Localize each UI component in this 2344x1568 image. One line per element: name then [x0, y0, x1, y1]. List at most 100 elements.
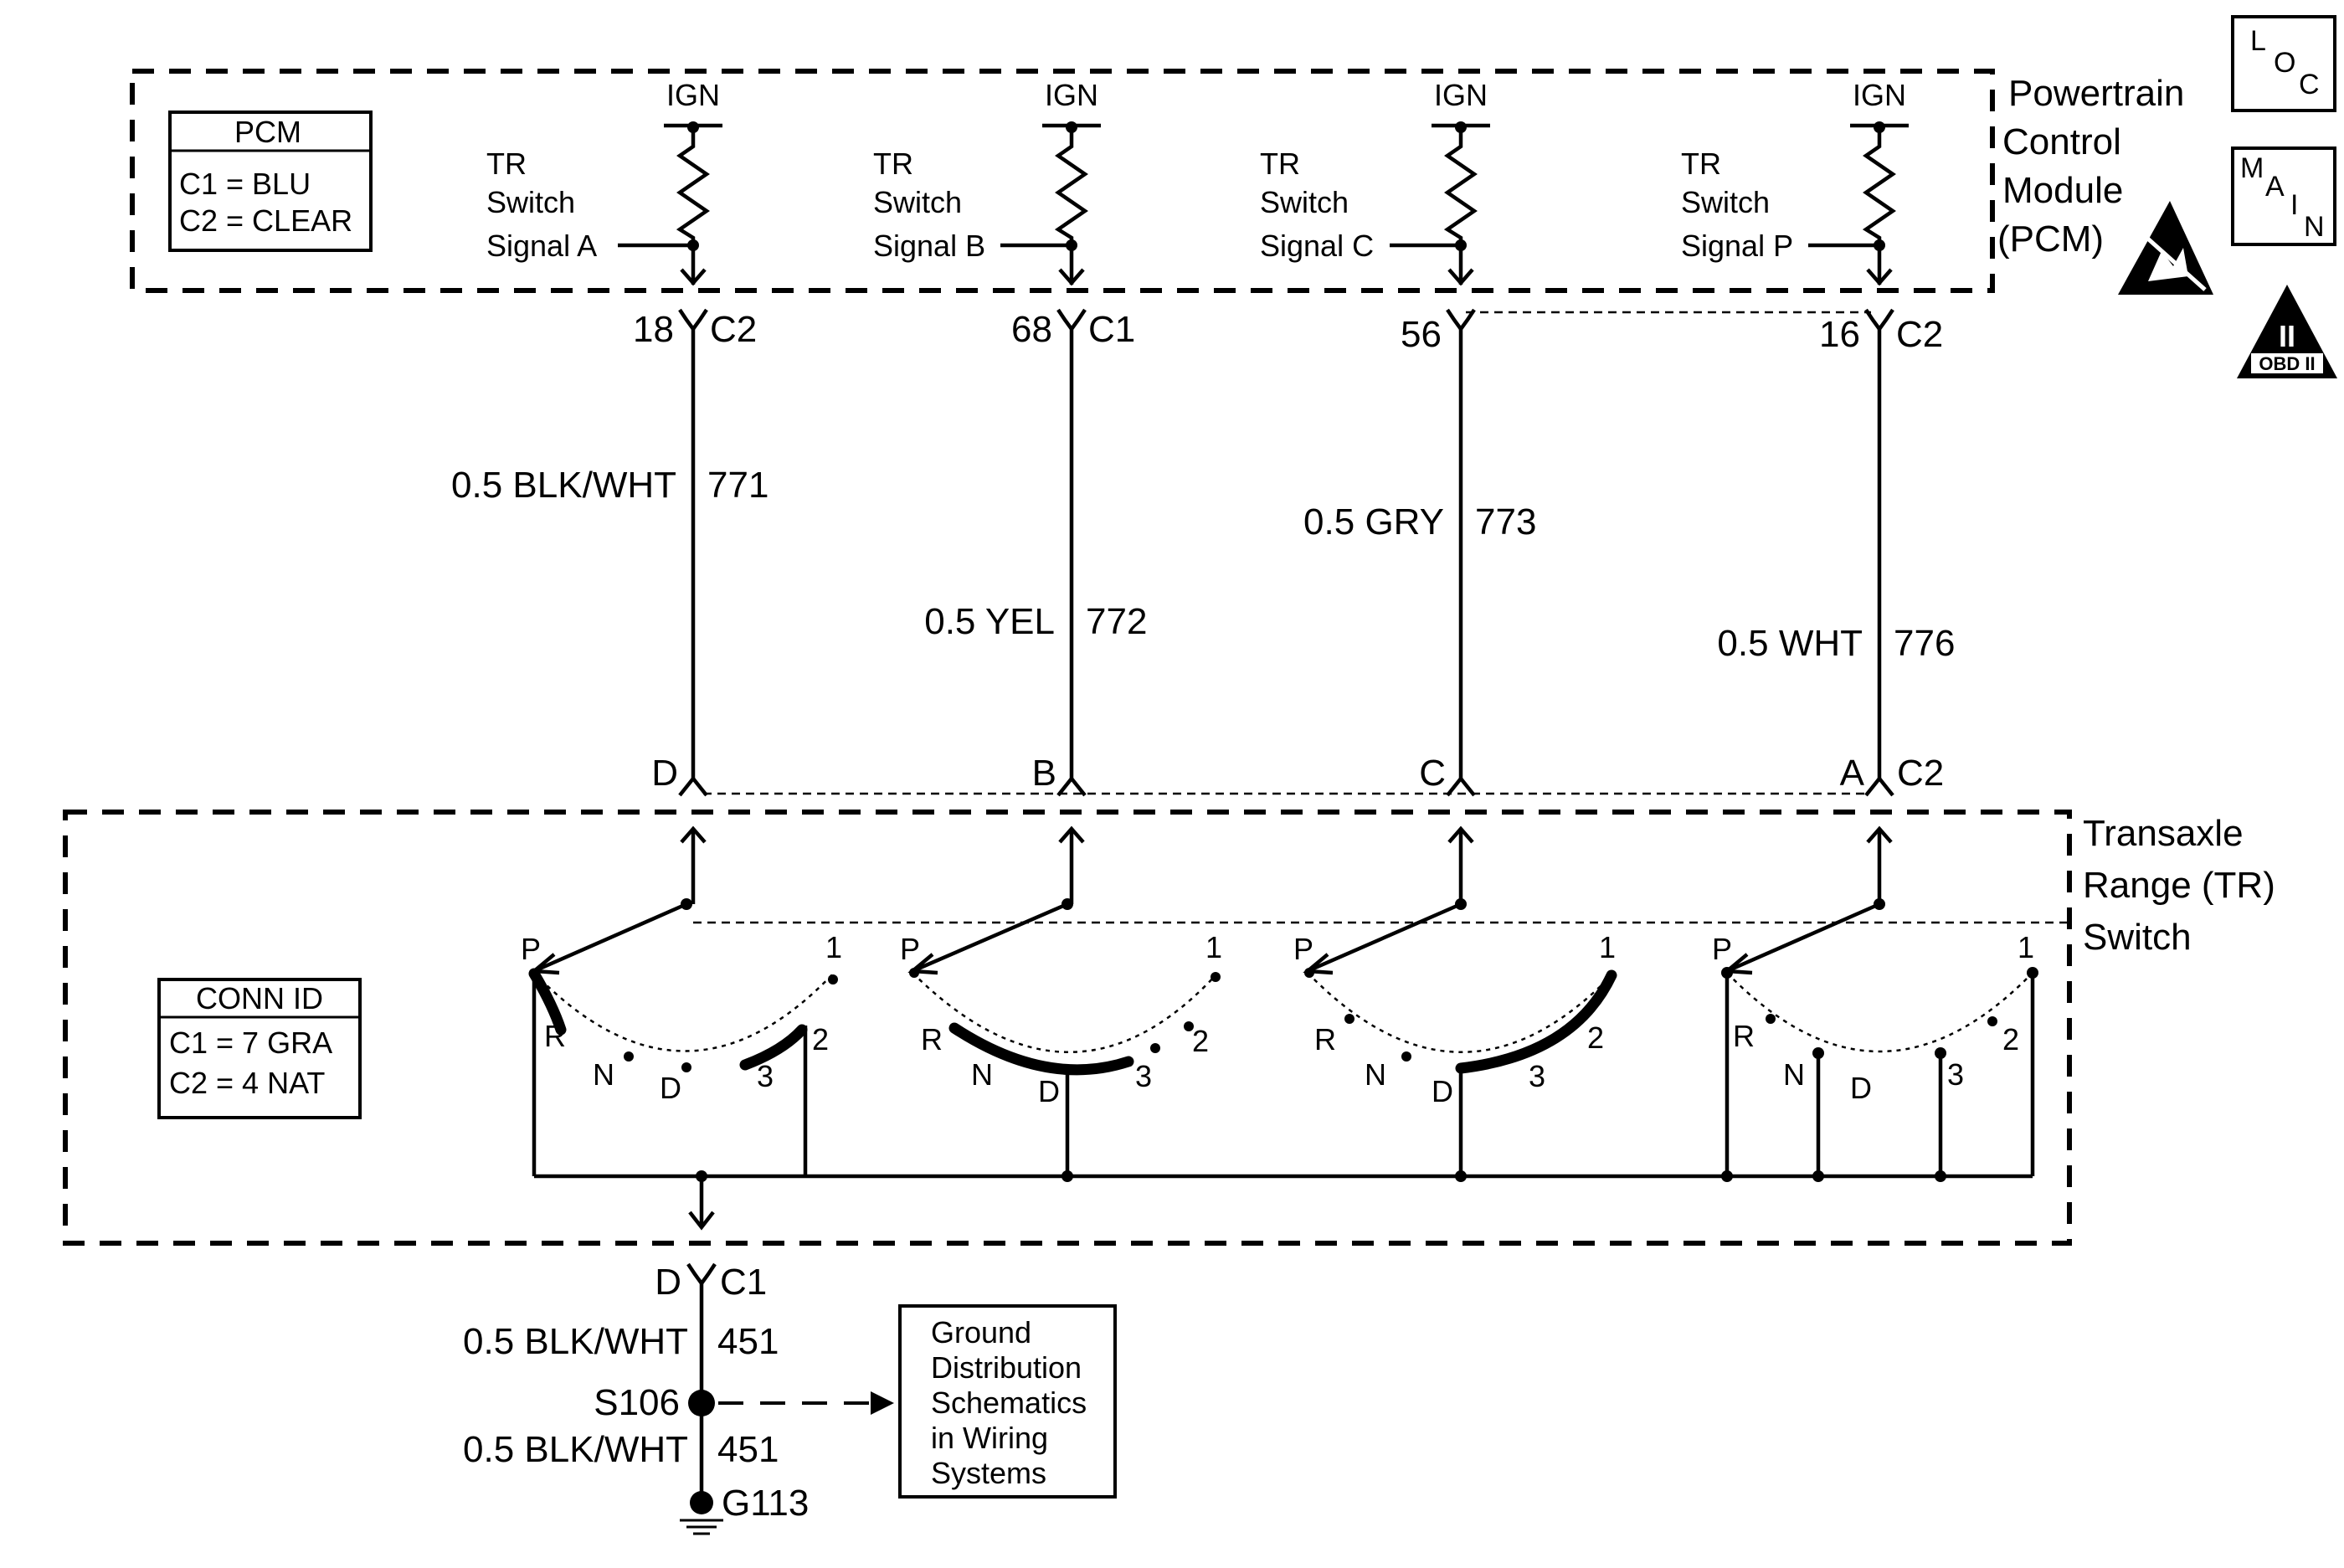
ground-reference-frame [898, 1304, 1117, 1499]
tr-terminal-c: C [1419, 753, 1446, 794]
tr-terminal-conn: C2 [1897, 753, 1944, 794]
tr-terminal-d: D [651, 753, 678, 794]
loc-icon-l: L [2250, 25, 2266, 57]
range-arc-track-d [533, 970, 836, 1052]
signal-label-c-3: Signal C [1260, 229, 1374, 263]
contact-arrow-a [1866, 825, 1893, 844]
pos-dot-d-3 [740, 1060, 750, 1070]
tr-switch: Transaxle Range (TR) Switch CONN ID C1 =… [63, 810, 2275, 1246]
ground-ref-line3: Schematics [931, 1385, 1087, 1420]
pullup-resistor-p [1862, 127, 1896, 245]
ground-reference-box[interactable]: Ground Distribution Schematics in Wiring… [898, 1304, 1117, 1499]
contact-arrow-c [1447, 825, 1474, 844]
signal-label-c-2: Switch [1260, 185, 1349, 219]
pin-fork-a [678, 308, 708, 332]
pcm-connector-pins: 18 C2 68 C1 56 16 C2 [633, 308, 1943, 355]
wiper-arm-d [533, 902, 687, 974]
tr-terminal-a: A [1840, 753, 1865, 794]
wiper-arm-b [912, 902, 1068, 974]
main-icon-i: I [2290, 189, 2298, 221]
tr-title-line3: Switch [2083, 917, 2192, 958]
pin-number-p: 16 [1819, 314, 1860, 355]
ground-point-g113 [690, 1491, 713, 1514]
wire-776-color: 0.5 WHT [1717, 623, 1863, 664]
obd-label: OBD II [2259, 353, 2315, 374]
pcm-id-line1: C1 = BLU [179, 167, 311, 201]
tr-section-d: P R N D 3 2 1 [521, 825, 842, 1176]
signal-label-a-1: TR [486, 147, 527, 181]
ground-wire2-circuit: 451 [717, 1429, 779, 1470]
pcm-title-line2: Control [2002, 121, 2121, 162]
pin-conn-a: C2 [710, 309, 757, 350]
pos-label-b-1: 1 [1205, 930, 1222, 964]
esd-triangle [2118, 201, 2213, 295]
pos-dot-a-2 [1987, 1016, 1997, 1026]
range-arc-contact-d1 [528, 968, 567, 1036]
pos-label-c-p: P [1293, 932, 1313, 966]
pos-dot-d-d [681, 1062, 691, 1072]
pos-dot-c-r [1344, 1014, 1354, 1024]
contact-arrow-d [680, 825, 707, 844]
pos-dot-b-3 [1150, 1043, 1160, 1053]
pcm-id-frame [168, 111, 373, 252]
tr-title-line1: Transaxle [2083, 813, 2244, 854]
conn-id-line2: C2 = 4 NAT [169, 1066, 325, 1100]
pos-dot-c-n [1401, 1051, 1411, 1062]
pos-label-c-r: R [1314, 1022, 1336, 1056]
pos-label-a-d: D [1850, 1071, 1872, 1105]
pcm-module: Powertrain Control Module (PCM) PCM C1 =… [130, 69, 2184, 293]
pos-label-c-1: 1 [1599, 930, 1616, 964]
pcm-title-line4: (PCM) [1997, 218, 2104, 260]
pos-label-d-2: 2 [812, 1022, 829, 1056]
pin-number-b: 68 [1011, 309, 1052, 350]
ground-ref-line4: in Wiring [931, 1421, 1048, 1455]
signal-label-p-2: Switch [1681, 185, 1770, 219]
pullup-resistor-c [1443, 127, 1478, 245]
pcm-id-box: PCM C1 = BLU C2 = CLEAR [168, 111, 373, 252]
pos-label-b-d: D [1038, 1074, 1060, 1108]
wire-773-color: 0.5 GRY [1303, 501, 1444, 542]
pullup-resistor-b [1054, 127, 1088, 245]
tr-pin-fork-b [1056, 775, 1087, 797]
pos-dot-b-2 [1184, 1021, 1194, 1031]
loc-icon-c: C [2299, 69, 2320, 100]
pcm-circuit-b: IGN TR Switch Signal B [873, 78, 1101, 286]
ground-pin-letter: D [655, 1262, 681, 1303]
tr-section-c: P R N D 3 2 1 [1293, 825, 1617, 1176]
ign-label-c: IGN [1434, 78, 1488, 112]
pos-label-c-2: 2 [1587, 1020, 1604, 1055]
pcm-title-line3: Module [2002, 170, 2123, 211]
pos-label-a-2: 2 [2002, 1022, 2019, 1056]
bus-node-c [1455, 1170, 1467, 1182]
ground-id-label: G113 [722, 1483, 809, 1524]
pcm-in-arrow-c [1447, 268, 1474, 286]
ground-wire1-circuit: 451 [717, 1321, 779, 1362]
ign-label-p: IGN [1853, 78, 1906, 112]
tr-section-b: P R N D 3 2 1 [900, 825, 1222, 1176]
main-icon[interactable]: M A I N [2231, 147, 2336, 246]
tr-section-a: P R N D 3 2 1 [1712, 825, 2038, 1176]
signal-label-p-1: TR [1681, 147, 1721, 181]
loc-icon[interactable]: L O C [2231, 15, 2336, 112]
tr-pin-fork-c [1446, 775, 1476, 797]
pcm-in-arrow-a [680, 268, 707, 286]
pos-label-b-3: 3 [1135, 1059, 1152, 1093]
ground-pin-fork [686, 1262, 717, 1287]
signal-label-a-3: Signal A [486, 229, 597, 263]
pin-fork-b [1056, 308, 1087, 332]
range-arc-track-c [1307, 972, 1612, 1053]
obd-roman: II [2279, 319, 2295, 353]
esd-hand-glyph [2148, 248, 2188, 281]
pos-label-d-n: N [593, 1057, 614, 1092]
pos-label-d-d: D [660, 1071, 681, 1105]
pcm-id-header: PCM [234, 115, 301, 149]
main-icon-n: N [2304, 211, 2325, 243]
pcm-id-line2: C2 = CLEAR [179, 203, 352, 238]
ground-pin-conn: C1 [720, 1262, 767, 1303]
pos-label-d-3: 3 [757, 1059, 774, 1093]
pullup-resistor-a [676, 127, 710, 245]
pos-label-b-p: P [900, 932, 920, 966]
ground-ref-line2: Distribution [931, 1350, 1082, 1385]
